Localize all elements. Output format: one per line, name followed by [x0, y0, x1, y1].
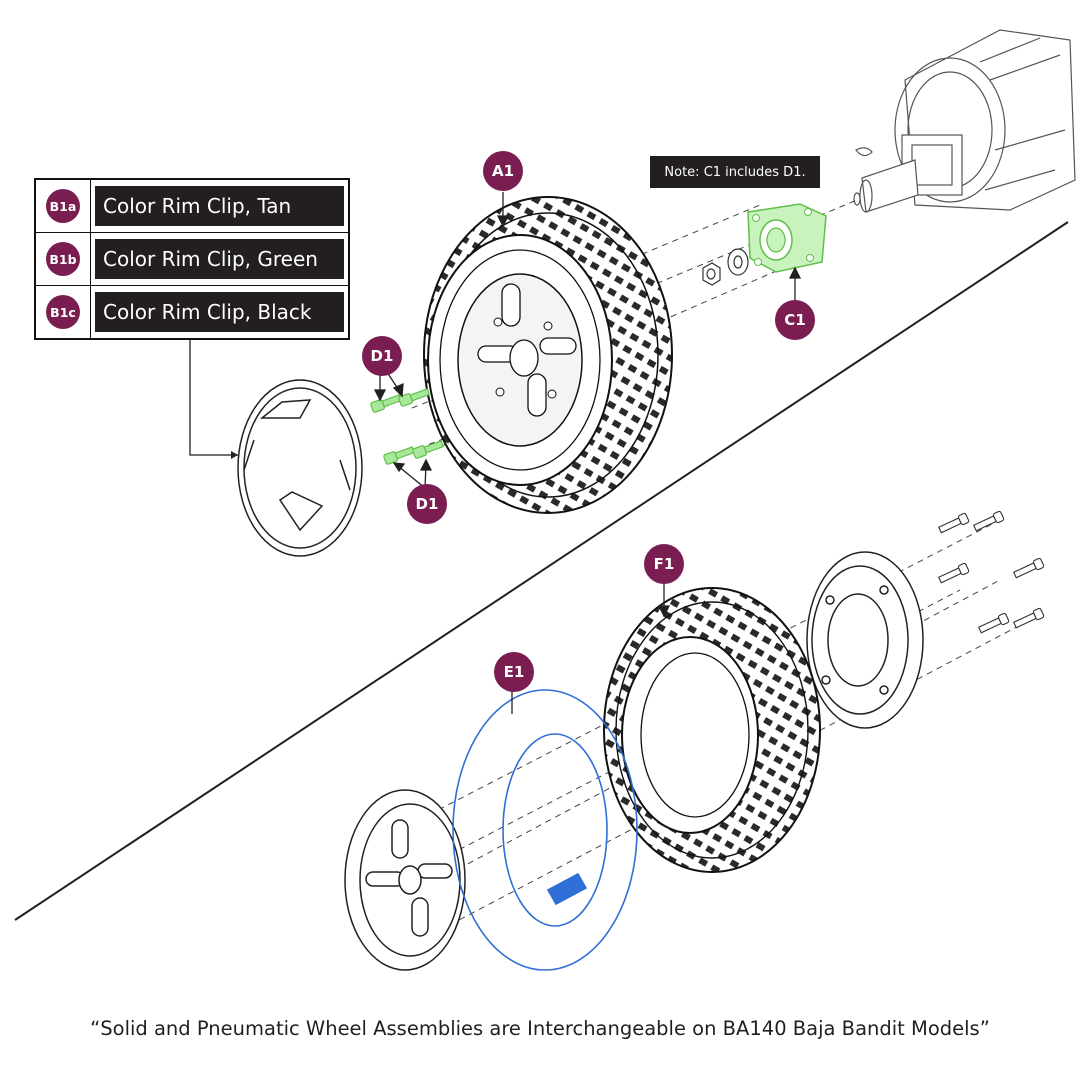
rim-clip-legend: B1a Color Rim Clip, Tan B1b Color Rim Cl…	[34, 178, 350, 340]
badge-b1c: B1c	[46, 295, 80, 329]
callout-d1-top: D1	[362, 336, 402, 376]
hub-note: Note: C1 includes D1.	[650, 156, 820, 188]
legend-row-b1b: B1b Color Rim Clip, Green	[36, 232, 348, 285]
rim-clip	[237, 379, 363, 557]
legend-label-b1b: Color Rim Clip, Green	[95, 239, 344, 279]
badge-b1b: B1b	[46, 242, 80, 276]
pneumatic-tire	[603, 587, 821, 873]
callout-f1: F1	[644, 544, 684, 584]
callout-a1: A1	[483, 151, 523, 191]
axle-nut-and-washer	[702, 248, 749, 286]
solid-wheel-assembly	[423, 196, 673, 514]
wheel-hub	[747, 203, 827, 273]
badge-b1a: B1a	[46, 189, 80, 223]
motor-assembly	[853, 29, 1076, 213]
section-divider-line	[14, 221, 1069, 921]
rim-halves	[344, 551, 924, 971]
legend-label-b1c: Color Rim Clip, Black	[95, 292, 344, 332]
legend-label-b1a: Color Rim Clip, Tan	[95, 186, 344, 226]
legend-row-b1a: B1a Color Rim Clip, Tan	[36, 180, 348, 232]
inner-tube	[452, 689, 638, 971]
callout-c1: C1	[775, 300, 815, 340]
legend-row-b1c: B1c Color Rim Clip, Black	[36, 285, 348, 338]
callout-e1: E1	[494, 652, 534, 692]
rim-bolts	[938, 510, 1045, 634]
legend-leader-line	[189, 330, 238, 456]
callout-d1-bottom: D1	[407, 484, 447, 524]
callout-pointers	[373, 192, 802, 714]
interchangeability-caption: “Solid and Pneumatic Wheel Assemblies ar…	[90, 1017, 990, 1040]
